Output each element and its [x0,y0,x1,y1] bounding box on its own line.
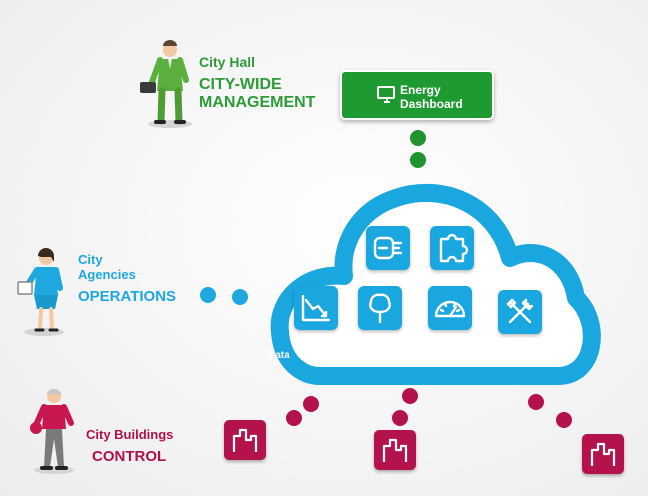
cloud-faint-label: Data [268,350,290,361]
meter-icon[interactable] [366,226,410,270]
building-icon[interactable] [224,420,266,460]
city-hall-label: City Hall CITY-WIDE MANAGEMENT [199,54,315,113]
city-agencies-person-icon [17,248,64,336]
cloud-shape [270,183,601,385]
monitor-icon [377,86,395,103]
connector-dot [528,394,544,410]
building-icon[interactable] [374,430,416,470]
connector-dot [286,410,302,426]
connector-dot [232,289,248,305]
city-buildings-label: City Buildings CONTROL [86,427,174,465]
connector-dot [402,388,418,404]
city-agencies-title-2: Agencies [78,266,136,282]
connector-dot [200,287,216,303]
tools-icon[interactable] [498,290,542,334]
city-buildings-role: CONTROL [92,447,167,465]
trend-down-icon[interactable] [294,286,338,330]
connector-dot [410,152,426,168]
energy-dashboard-button[interactable]: Energy Dashboard [340,70,494,120]
connector-dot [410,130,426,146]
city-agencies-title-1: City [78,252,103,267]
connector-dot [303,396,319,412]
city-hall-person-icon [140,40,192,128]
city-hall-role-1: CITY-WIDE [199,76,282,94]
city-agencies-role: OPERATIONS [78,287,177,305]
energy-dashboard-label-1: Energy [400,83,441,97]
building-icon[interactable] [582,434,624,474]
gauge-icon[interactable] [428,286,472,330]
city-agencies-label: City Agencies OPERATIONS [78,252,177,305]
connector-dot [392,410,408,426]
energy-dashboard-label-2: Dashboard [400,97,463,111]
city-hall-role-2: MANAGEMENT [199,94,316,112]
puzzle-icon[interactable] [430,226,474,270]
connector-dot [556,412,572,428]
city-hall-title: City Hall [199,54,256,70]
city-buildings-title: City Buildings [86,427,174,442]
city-buildings-person-icon [30,389,74,474]
tree-icon[interactable] [358,286,402,330]
